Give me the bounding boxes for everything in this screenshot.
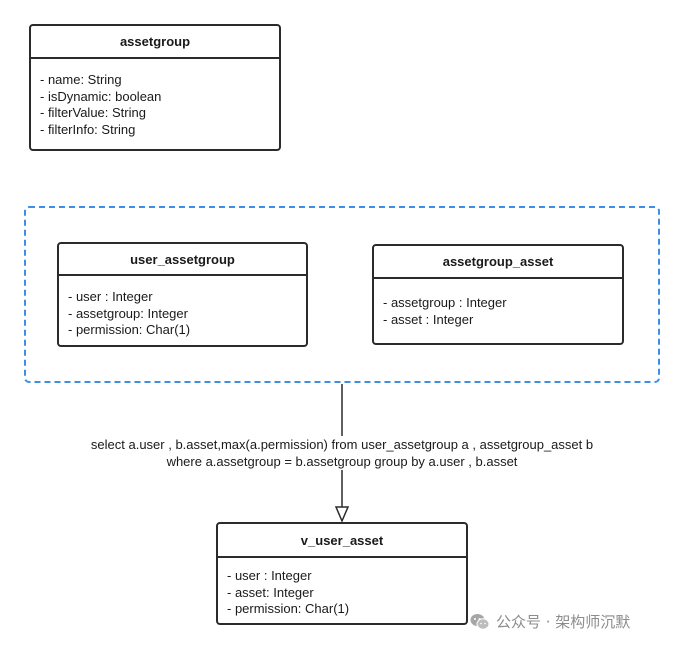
attribute: - name: String — [40, 72, 122, 87]
wechat-icon — [470, 613, 490, 630]
source-tables-group — [24, 206, 660, 383]
attribute: - assetgroup : Integer — [383, 295, 507, 310]
class-title: user_assetgroup — [59, 244, 306, 276]
relation-label-line: select a.user , b.asset,max(a.permission… — [88, 436, 596, 453]
hollow-arrowhead — [334, 506, 350, 523]
class-title: assetgroup — [31, 26, 279, 59]
class-v-user-asset[interactable]: v_user_asset - user : Integer - asset: I… — [216, 522, 468, 625]
attribute: - assetgroup: Integer — [68, 305, 188, 321]
class-attributes: - user : Integer - assetgroup: Integer -… — [59, 276, 306, 339]
class-title: v_user_asset — [218, 524, 466, 558]
class-attributes: - assetgroup : Integer - asset : Integer — [374, 279, 622, 328]
attribute: - permission: Char(1) — [227, 601, 350, 616]
attribute: - asset: Integer — [227, 584, 314, 600]
attribute: - user : Integer — [68, 289, 153, 304]
class-attributes: - user : Integer - asset: Integer - perm… — [218, 558, 466, 618]
attribute: - isDynamic: boolean — [40, 88, 162, 104]
class-assetgroup-asset[interactable]: assetgroup_asset - assetgroup : Integer … — [372, 244, 624, 345]
attribute: - asset : Integer — [383, 311, 474, 327]
attribute: - permission: Char(1) — [68, 322, 191, 337]
watermark-text: 公众号 · 架构师沉默 — [496, 613, 631, 631]
relation-label-line: where a.assetgroup = b.assetgroup group … — [164, 453, 520, 470]
attribute: - filterValue: String — [40, 105, 146, 120]
relation-label: select a.user , b.asset,max(a.permission… — [0, 436, 684, 470]
class-title: assetgroup_asset — [374, 246, 622, 279]
class-attributes: - name: String - isDynamic: boolean - fi… — [31, 59, 279, 138]
class-assetgroup[interactable]: assetgroup - name: String - isDynamic: b… — [29, 24, 281, 151]
watermark: 公众号 · 架构师沉默 — [470, 611, 630, 632]
attribute: - user : Integer — [227, 568, 312, 583]
attribute: - filterInfo: String — [40, 121, 136, 137]
class-user-assetgroup[interactable]: user_assetgroup - user : Integer - asset… — [57, 242, 308, 347]
